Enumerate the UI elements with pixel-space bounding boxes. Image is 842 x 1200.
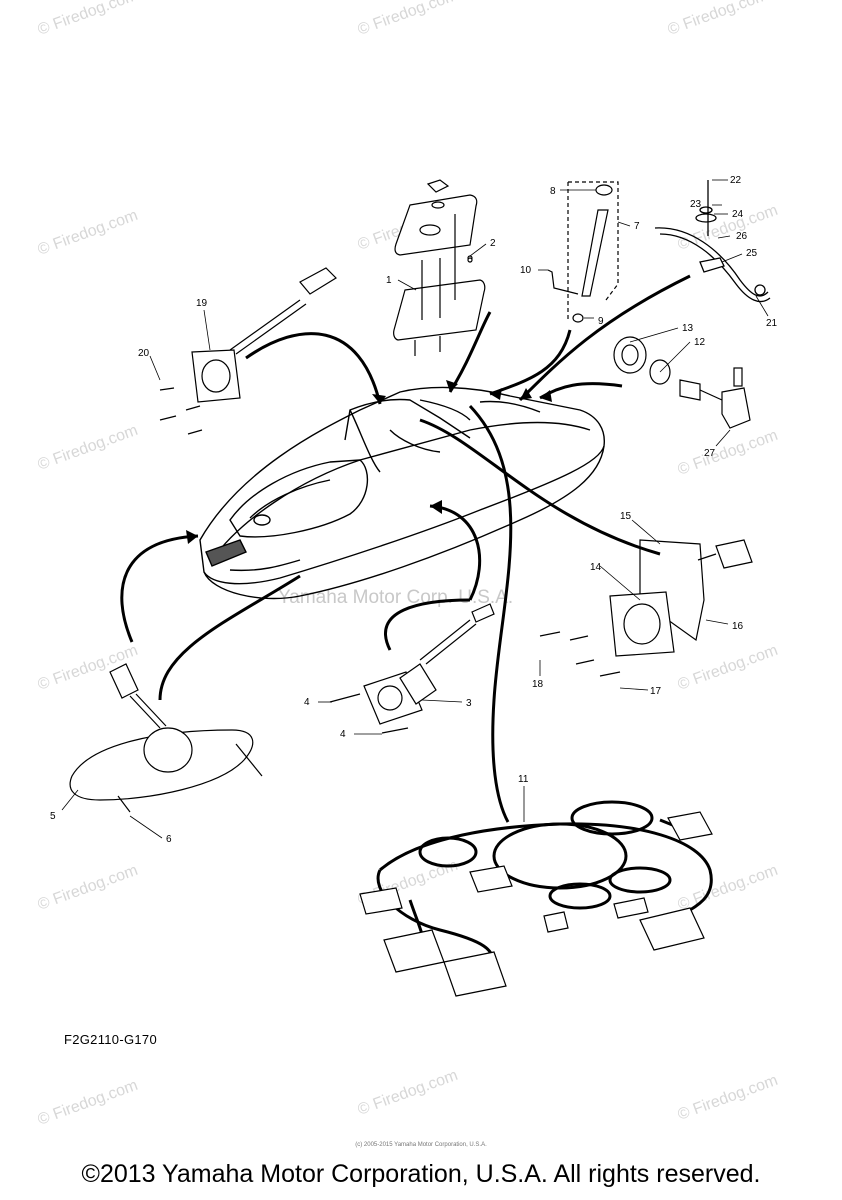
handle-rail	[654, 180, 771, 303]
callout-labels: 1 2 3 4 4 5 6 7 8 9 10 11 12 13 14 15 16…	[50, 175, 778, 845]
watermark: © Firedog.com	[36, 1077, 141, 1129]
callout-26: 26	[736, 231, 748, 242]
callout-19: 19	[196, 298, 208, 309]
strut-assembly	[547, 181, 619, 323]
callout-23: 23	[690, 199, 702, 210]
speaker-plate-right	[539, 539, 753, 677]
light-assembly	[69, 663, 263, 813]
callout-16: 16	[732, 621, 744, 632]
callout-22: 22	[730, 175, 742, 186]
fine-print: (c) 2005-2015 Yamaha Motor Corporation, …	[355, 1142, 487, 1148]
callout-12: 12	[694, 337, 706, 348]
callout-3: 3	[466, 698, 472, 709]
boat-hull	[199, 386, 605, 600]
watermark: © Firedog.com	[36, 422, 141, 474]
callout-5: 5	[50, 811, 56, 822]
watermark: © Firedog.com	[676, 642, 781, 694]
speaker-plate-left	[159, 267, 337, 435]
watermark: © Firedog.com	[666, 0, 771, 39]
callout-4a: 4	[304, 697, 310, 708]
callout-13: 13	[682, 323, 694, 334]
callout-7: 7	[634, 221, 640, 232]
grommet-parts	[613, 336, 671, 385]
watermark: © Firedog.com	[676, 1072, 781, 1124]
callout-21: 21	[766, 318, 778, 329]
center-watermark: Yamaha Motor Corp. U.S.A.	[278, 587, 513, 608]
callout-27: 27	[704, 448, 716, 459]
callout-15: 15	[620, 511, 632, 522]
watermark: © Firedog.com	[676, 862, 781, 914]
callout-10: 10	[520, 265, 532, 276]
hatch-assembly	[393, 179, 486, 356]
copyright-notice: ©2013 Yamaha Motor Corporation, U.S.A. A…	[81, 1160, 761, 1188]
watermark: © Firedog.com	[36, 0, 141, 39]
callout-6: 6	[166, 834, 172, 845]
callout-11: 11	[518, 774, 529, 785]
leader-curves	[120, 274, 691, 823]
watermark: © Firedog.com	[36, 862, 141, 914]
harness-connectors	[359, 811, 713, 997]
callout-lines	[61, 179, 769, 839]
speaker-assembly	[329, 603, 495, 734]
callout-14: 14	[590, 562, 602, 573]
watermark: © Firedog.com	[356, 0, 461, 39]
sensor-assembly	[679, 367, 751, 429]
arrowheads	[186, 380, 552, 544]
callout-1: 1	[386, 275, 392, 286]
callout-2: 2	[490, 238, 496, 249]
diagram-code: F2G2110-G170	[64, 1032, 157, 1047]
callout-24: 24	[732, 209, 744, 220]
watermark: © Firedog.com	[356, 1067, 461, 1119]
callout-4b: 4	[340, 729, 346, 740]
callout-20: 20	[138, 348, 150, 359]
callout-18: 18	[532, 679, 544, 690]
callout-8: 8	[550, 186, 556, 197]
watermark: © Firedog.com	[676, 427, 781, 479]
callout-17: 17	[650, 686, 662, 697]
callout-9: 9	[598, 316, 604, 327]
watermark: © Firedog.com	[36, 207, 141, 259]
callout-25: 25	[746, 248, 758, 259]
